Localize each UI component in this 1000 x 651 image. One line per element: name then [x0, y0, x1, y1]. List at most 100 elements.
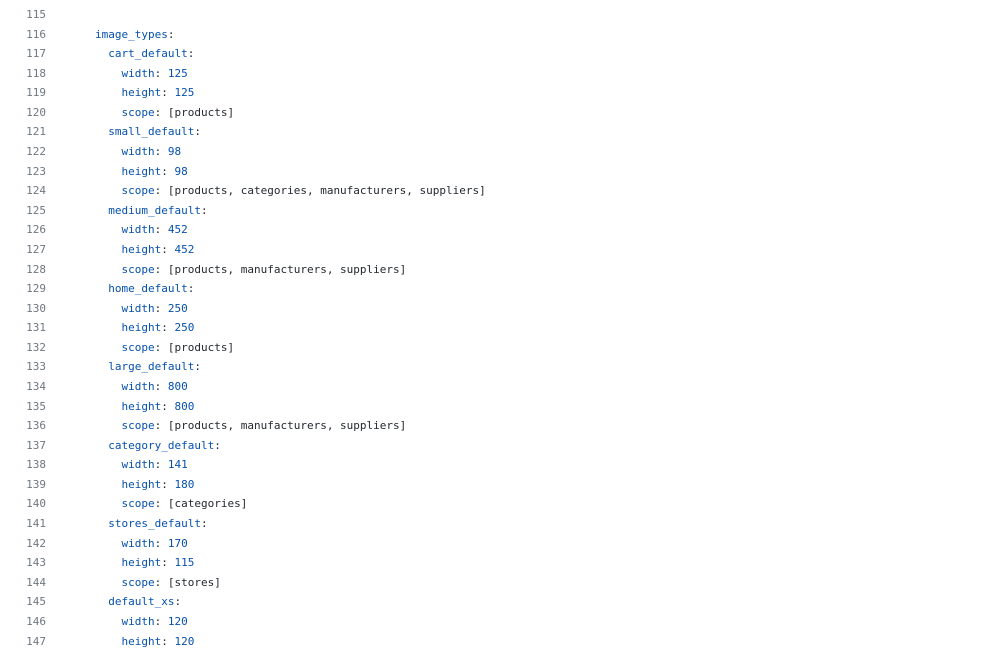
indent [95, 282, 108, 295]
line-number: 131 [0, 318, 46, 338]
line-number: 146 [0, 612, 46, 632]
code-content: stores_default: [46, 514, 208, 534]
line-number: 141 [0, 514, 46, 534]
code-content: home_default: [46, 279, 194, 299]
code-line: 127 height: 452 [0, 240, 1000, 260]
yaml-separator: : [155, 223, 168, 236]
yaml-key: scope [122, 106, 155, 119]
code-content: cart_default: [46, 44, 194, 64]
yaml-number-value: 170 [168, 537, 188, 550]
code-content: scope: [products, manufacturers, supplie… [46, 416, 406, 436]
yaml-separator: : [155, 145, 168, 158]
yaml-list-value: [categories] [168, 497, 247, 510]
yaml-key: height [122, 478, 162, 491]
yaml-separator: : [194, 125, 201, 138]
code-content: medium_default: [46, 201, 208, 221]
code-content: height: 98 [46, 162, 188, 182]
code-line: 138 width: 141 [0, 455, 1000, 475]
code-line: 124 scope: [products, categories, manufa… [0, 181, 1000, 201]
indent [95, 595, 108, 608]
yaml-number-value: 125 [175, 86, 195, 99]
line-number: 144 [0, 573, 46, 593]
code-content: width: 452 [46, 220, 188, 240]
indent [95, 576, 122, 589]
code-content: width: 98 [46, 142, 181, 162]
code-line: 136 scope: [products, manufacturers, sup… [0, 416, 1000, 436]
code-line: 126 width: 452 [0, 220, 1000, 240]
indent [95, 47, 108, 60]
yaml-separator: : [188, 47, 195, 60]
yaml-key: scope [122, 341, 155, 354]
yaml-list-value: [products, manufacturers, suppliers] [168, 263, 406, 276]
code-content: height: 180 [46, 475, 194, 495]
yaml-key: small_default [108, 125, 194, 138]
code-content: width: 120 [46, 612, 188, 632]
yaml-separator: : [155, 106, 168, 119]
line-number: 138 [0, 455, 46, 475]
yaml-separator: : [201, 517, 208, 530]
indent [95, 184, 122, 197]
code-line: 120 scope: [products] [0, 103, 1000, 123]
indent [95, 243, 122, 256]
indent [95, 106, 122, 119]
line-number: 139 [0, 475, 46, 495]
code-line: 117 cart_default: [0, 44, 1000, 64]
code-content: default_xs: [46, 592, 181, 612]
code-line: 130 width: 250 [0, 299, 1000, 319]
indent [95, 302, 122, 315]
yaml-separator: : [161, 556, 174, 569]
code-line: 121 small_default: [0, 122, 1000, 142]
yaml-list-value: [products, manufacturers, suppliers] [168, 419, 406, 432]
yaml-key: category_default [108, 439, 214, 452]
yaml-separator: : [155, 419, 168, 432]
code-content: width: 250 [46, 299, 188, 319]
yaml-key: image_types [95, 28, 168, 41]
yaml-number-value: 250 [175, 321, 195, 334]
line-number: 135 [0, 397, 46, 417]
indent [95, 556, 122, 569]
yaml-number-value: 452 [175, 243, 195, 256]
line-number: 130 [0, 299, 46, 319]
line-number: 127 [0, 240, 46, 260]
indent [95, 341, 122, 354]
code-line: 145 default_xs: [0, 592, 1000, 612]
indent [95, 380, 122, 393]
code-content: scope: [categories] [46, 494, 247, 514]
line-number: 117 [0, 44, 46, 64]
code-line: 119 height: 125 [0, 83, 1000, 103]
yaml-separator: : [155, 67, 168, 80]
yaml-number-value: 120 [168, 615, 188, 628]
indent [95, 125, 108, 138]
code-line: 147 height: 120 [0, 632, 1000, 651]
code-content: height: 452 [46, 240, 194, 260]
yaml-key: scope [122, 184, 155, 197]
line-number: 147 [0, 632, 46, 651]
indent [95, 360, 108, 373]
indent [95, 321, 122, 334]
indent [95, 263, 122, 276]
yaml-number-value: 250 [168, 302, 188, 315]
line-number: 128 [0, 260, 46, 280]
line-number: 143 [0, 553, 46, 573]
indent [95, 145, 122, 158]
code-line: 139 height: 180 [0, 475, 1000, 495]
yaml-key: height [122, 400, 162, 413]
yaml-list-value: [products] [168, 106, 234, 119]
yaml-separator: : [155, 184, 168, 197]
code-content: scope: [stores] [46, 573, 221, 593]
code-line: 144 scope: [stores] [0, 573, 1000, 593]
yaml-key: height [122, 321, 162, 334]
yaml-separator: : [155, 497, 168, 510]
line-number: 119 [0, 83, 46, 103]
yaml-key: width [122, 145, 155, 158]
line-number: 121 [0, 122, 46, 142]
code-line: 135 height: 800 [0, 397, 1000, 417]
yaml-number-value: 120 [175, 635, 195, 648]
line-number: 122 [0, 142, 46, 162]
line-number: 133 [0, 357, 46, 377]
line-number: 129 [0, 279, 46, 299]
yaml-separator: : [161, 243, 174, 256]
yaml-key: height [122, 635, 162, 648]
yaml-separator: : [155, 458, 168, 471]
